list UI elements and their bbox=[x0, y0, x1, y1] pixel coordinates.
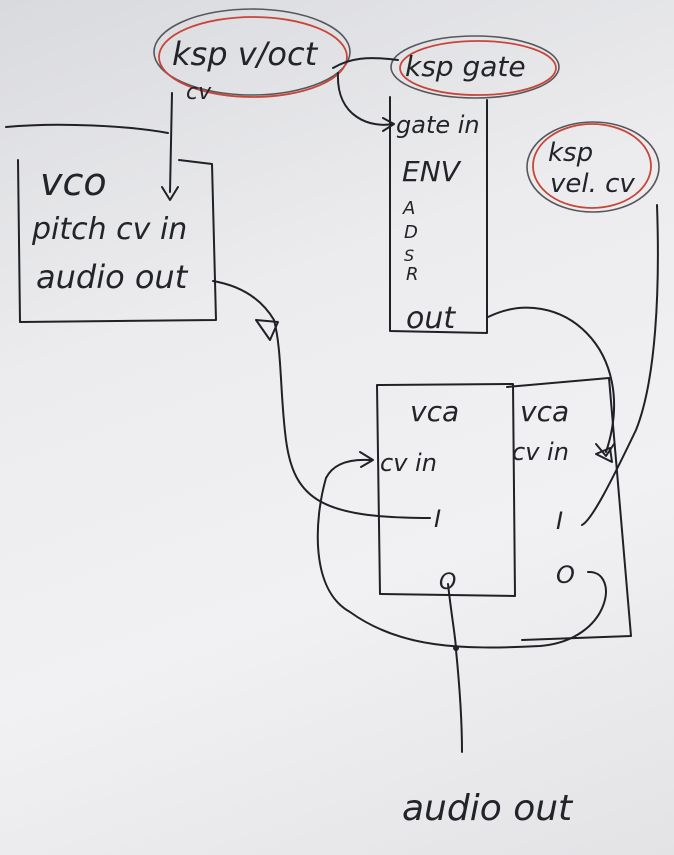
vca1-to-audio-out-wire bbox=[447, 583, 463, 753]
vco-to-vca1-wire bbox=[212, 280, 431, 519]
gate-arrowhead bbox=[382, 117, 395, 132]
audio-out-label: audio out bbox=[402, 788, 573, 829]
ksp-vel-label-1: ksp bbox=[548, 138, 594, 168]
voct-to-vco-wire bbox=[169, 92, 173, 193]
vca1-input-jack: I bbox=[434, 505, 442, 533]
voct-arrowhead bbox=[161, 186, 179, 201]
env-box bbox=[389, 96, 488, 334]
ksp-voct-cv-label: cv bbox=[186, 80, 212, 105]
vca2-input-jack: I bbox=[556, 507, 564, 535]
ksp-gate-ring bbox=[399, 40, 557, 96]
ksp-vel-label-2: vel. cv bbox=[550, 169, 635, 199]
vco-title: vco bbox=[40, 160, 107, 204]
vca1-box bbox=[376, 383, 516, 597]
env-to-vca2-wire bbox=[487, 306, 616, 453]
vel-to-vca-wire bbox=[581, 204, 659, 526]
vca2-title: vca bbox=[520, 395, 570, 428]
vel-arrowhead bbox=[595, 447, 613, 463]
ksp-voct-label: ksp v/oct bbox=[172, 35, 318, 73]
ksp-gate-outline bbox=[390, 35, 560, 99]
env-arrowhead bbox=[595, 443, 615, 457]
junction-dot bbox=[453, 645, 459, 651]
vca2-output-jack: O bbox=[556, 561, 575, 589]
env-release-label: R bbox=[406, 264, 419, 285]
vca1-title: vca bbox=[410, 395, 460, 428]
loop-arrowhead bbox=[359, 451, 374, 468]
cross-patch-loop bbox=[316, 458, 607, 649]
vco-pitch-label: pitch cv in bbox=[32, 212, 188, 247]
ksp-voct-ring bbox=[158, 16, 348, 98]
env-sustain-label: S bbox=[404, 246, 415, 265]
vco-arrowhead bbox=[255, 319, 279, 341]
env-attack-label: A bbox=[403, 198, 416, 219]
vco-audio-label: audio out bbox=[36, 258, 188, 296]
vca1-output-jack: O bbox=[439, 570, 457, 595]
env-out-label: out bbox=[406, 301, 456, 336]
env-decay-label: D bbox=[404, 222, 418, 243]
vca1-cv-label: cv in bbox=[380, 449, 437, 477]
ksp-voct-outline bbox=[153, 8, 351, 96]
voct-gate-link bbox=[332, 57, 399, 69]
gate-to-env-wire bbox=[336, 72, 393, 126]
ksp-vel-outline bbox=[526, 121, 660, 213]
vca2-cv-label: cv in bbox=[512, 438, 569, 466]
vco-box bbox=[17, 159, 217, 323]
ksp-gate-label: ksp gate bbox=[405, 50, 526, 83]
vca2-box bbox=[506, 377, 632, 641]
env-title: ENV bbox=[402, 155, 460, 188]
vco-box-top bbox=[5, 123, 169, 134]
ksp-vel-ring bbox=[532, 123, 652, 209]
env-gate-label: gate in bbox=[396, 111, 480, 139]
